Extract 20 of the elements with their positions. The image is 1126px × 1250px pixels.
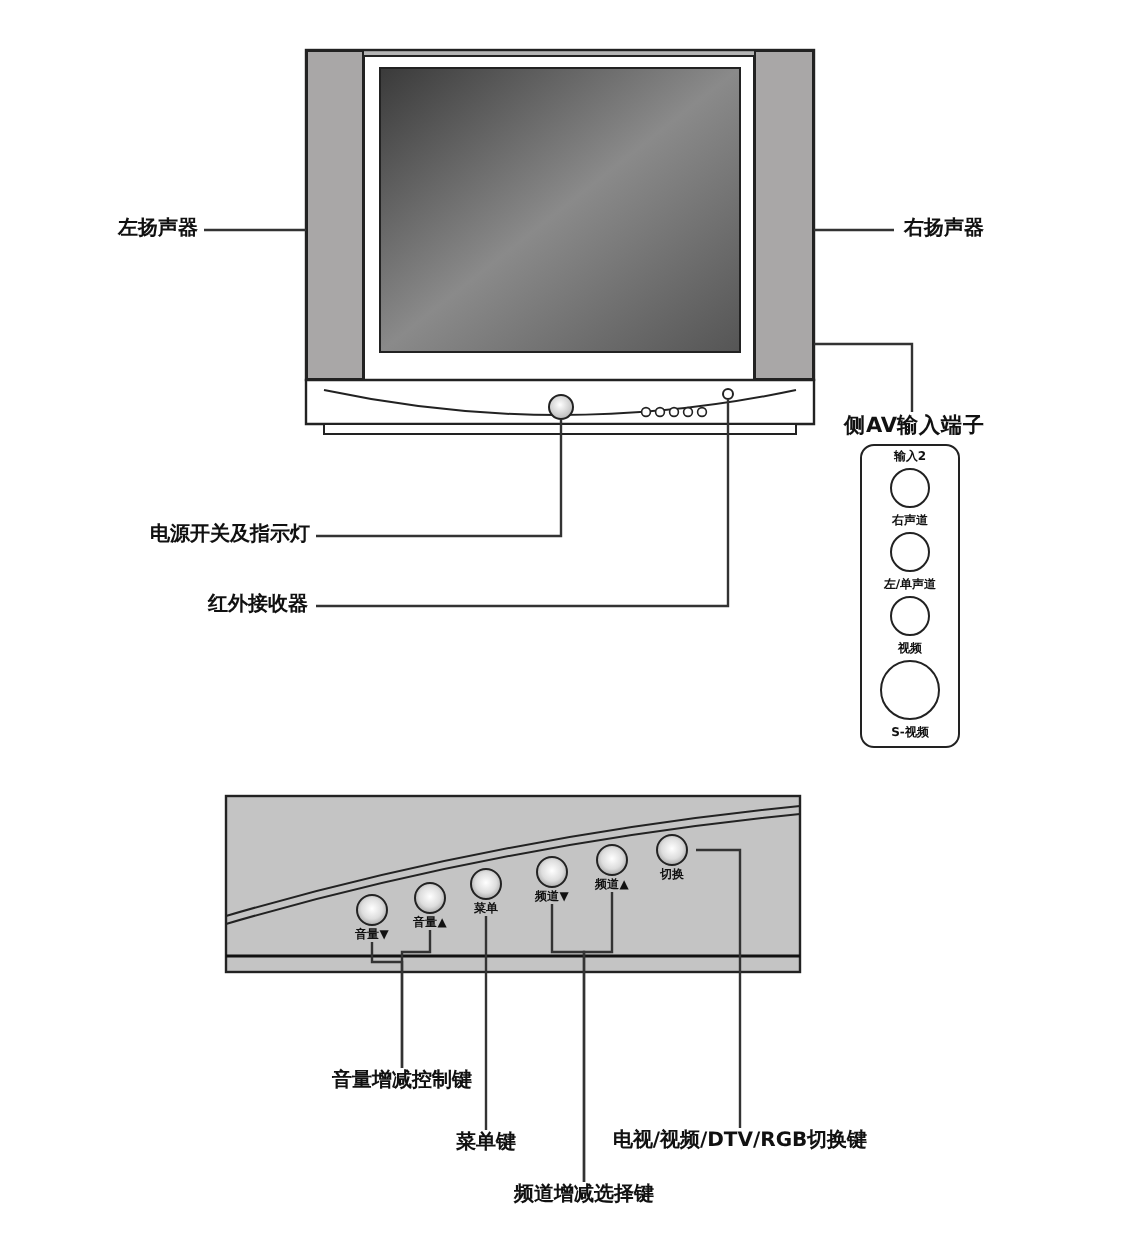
callout-label: 菜单键	[446, 1130, 526, 1158]
leader-line	[696, 848, 742, 1128]
panel-heading: 侧AV输入端子	[844, 412, 980, 440]
leader-line	[484, 916, 488, 1130]
callout-label: 音量增减控制键	[312, 1068, 492, 1096]
leader-line	[316, 420, 563, 538]
leader-line	[814, 228, 894, 232]
callout-label: 右扬声器	[894, 216, 994, 244]
leader-line	[400, 930, 432, 1068]
leader-line	[204, 228, 306, 232]
speaker-grille	[306, 50, 364, 380]
leader-line	[814, 342, 914, 412]
callout-label: 电源开关及指示灯	[144, 522, 316, 550]
callout-label: 电视/视频/DTV/RGB切换键	[600, 1128, 880, 1156]
callout-label: 频道增减选择键	[492, 1182, 676, 1210]
leader-line	[582, 892, 614, 1182]
speaker-grille	[754, 50, 814, 380]
callout-label: 左扬声器	[112, 216, 204, 244]
leader-line	[316, 400, 730, 608]
callout-label: 红外接收器	[200, 592, 316, 620]
